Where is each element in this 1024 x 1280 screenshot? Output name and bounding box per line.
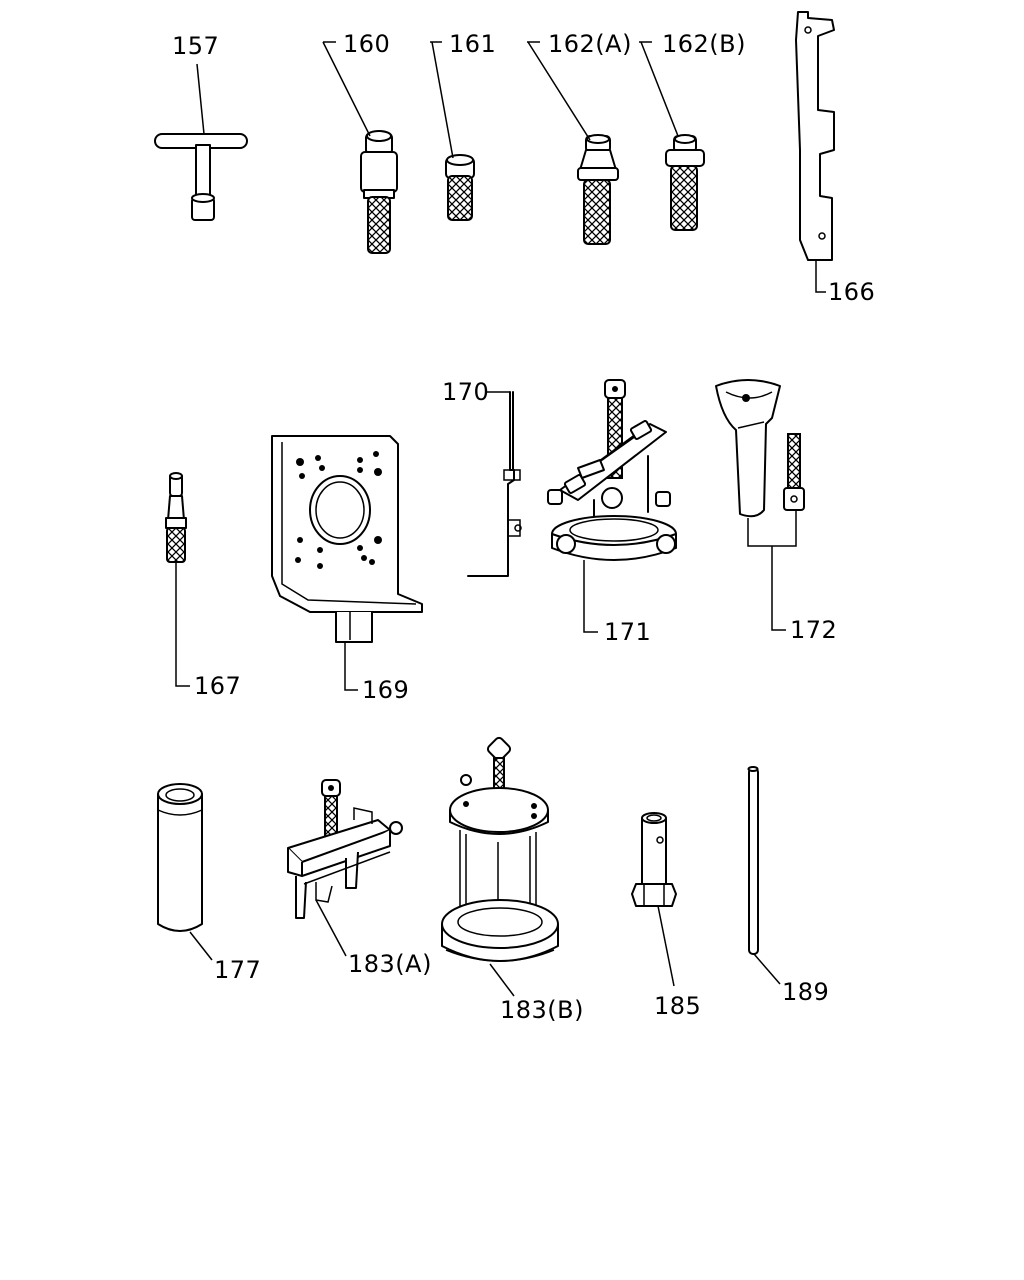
- label-166: 166: [828, 278, 875, 306]
- flat-gauge-bar-icon: [795, 11, 835, 261]
- leader-189: [753, 953, 781, 985]
- leader-185: [657, 905, 675, 987]
- label-177: 177: [214, 956, 261, 984]
- label-183b: 183(B): [500, 996, 584, 1024]
- label-162b: 162(B): [662, 30, 746, 58]
- knurled-pilot-pin-icon: [165, 472, 187, 563]
- label-170: 170: [442, 378, 489, 406]
- cylindrical-sleeve-icon: [157, 783, 203, 932]
- knurled-cone-pin-icon: [577, 134, 619, 245]
- t-handle-wrench-icon: [154, 133, 248, 221]
- leader-177: [189, 931, 213, 961]
- leader-183a: [315, 899, 347, 957]
- label-189: 189: [782, 978, 829, 1006]
- label-185: 185: [654, 992, 701, 1020]
- leader-167: [175, 562, 190, 687]
- label-167: 167: [194, 672, 241, 700]
- press-fixture-icon: [287, 779, 403, 919]
- holder-and-bolt-icon: [715, 379, 805, 518]
- leader-169: [344, 642, 358, 691]
- leader-166: [815, 260, 826, 293]
- knurled-pin-icon: [360, 130, 398, 254]
- label-162a: 162(A): [548, 30, 632, 58]
- leader-183b: [489, 963, 515, 997]
- label-169: 169: [362, 676, 409, 704]
- label-172: 172: [790, 616, 837, 644]
- label-183a: 183(A): [348, 950, 432, 978]
- leader-162b: [639, 41, 679, 137]
- label-160: 160: [343, 30, 390, 58]
- bent-wire-rod-icon: [467, 391, 522, 577]
- label-171: 171: [604, 618, 651, 646]
- press-cage-icon: [441, 736, 559, 962]
- leader-162a: [527, 41, 591, 141]
- mounting-bracket-icon: [271, 435, 423, 643]
- leader-171: [583, 560, 598, 633]
- long-rod-icon: [747, 766, 759, 955]
- knurled-stepped-pin-icon: [665, 134, 705, 231]
- label-157: 157: [172, 32, 219, 60]
- bearing-puller-icon: [547, 379, 677, 561]
- leader-160: [322, 41, 371, 137]
- knurled-sleeve-icon: [445, 154, 475, 221]
- label-161: 161: [449, 30, 496, 58]
- hex-socket-icon: [631, 812, 677, 907]
- leader-157: [196, 63, 205, 135]
- leader-172: [747, 510, 797, 631]
- leader-161: [430, 41, 454, 159]
